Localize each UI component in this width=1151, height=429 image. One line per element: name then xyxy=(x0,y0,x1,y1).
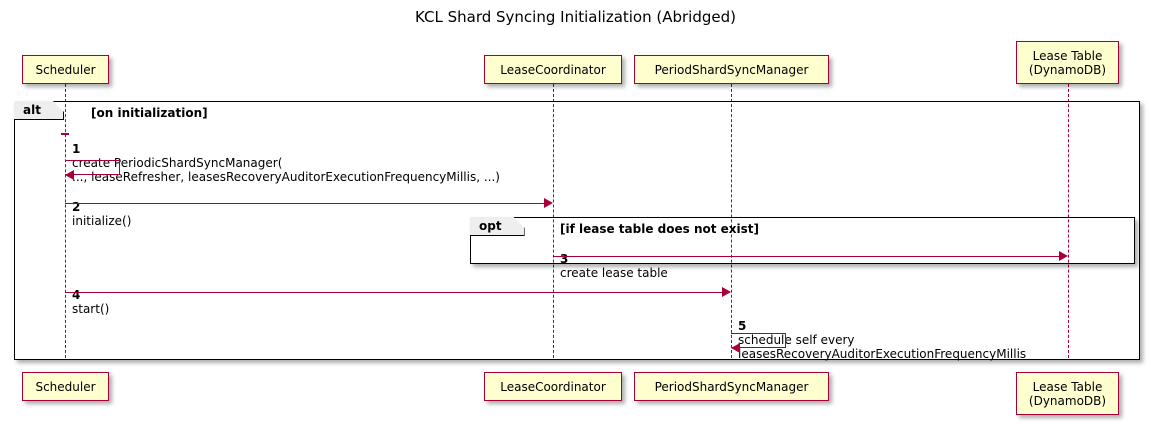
participant-label: Lease Table (DynamoDB) xyxy=(1028,379,1107,408)
participant-scheduler-top[interactable]: Scheduler xyxy=(22,55,109,84)
message-2-seq: 2 xyxy=(72,200,81,214)
message-4-label: 4 start() xyxy=(72,274,109,316)
participant-label: LeaseCoordinator xyxy=(500,379,606,394)
participant-label: Scheduler xyxy=(35,379,96,394)
message-5-label: 5 schedule self every leasesRecoveryAudi… xyxy=(738,305,1026,361)
participant-label: PeriodShardSyncManager xyxy=(654,62,809,77)
message-3-label: 3 create lease table xyxy=(560,238,668,280)
lifeline-periodshardsyncmanager xyxy=(731,84,732,358)
message-1-seq: 1 xyxy=(72,142,81,156)
message-2-line xyxy=(65,203,544,204)
opt-fragment-condition: [if lease table does not exist] xyxy=(560,222,760,236)
participant-leasetable-bottom[interactable]: Lease Table (DynamoDB) xyxy=(1016,372,1119,415)
message-4-line xyxy=(65,292,722,293)
message-3-line xyxy=(553,256,1059,257)
alt-fragment: alt xyxy=(14,101,1140,360)
participant-leasetable-top[interactable]: Lease Table (DynamoDB) xyxy=(1016,41,1119,84)
message-5-seq: 5 xyxy=(738,319,747,333)
message-4-arrow-head xyxy=(722,287,731,297)
message-2-label: 2 initialize() xyxy=(72,186,131,228)
participant-periodshardsyncmanager-top[interactable]: PeriodShardSyncManager xyxy=(634,55,829,84)
message-2-arrow-head xyxy=(544,198,553,208)
lifeline-scheduler xyxy=(65,84,66,358)
participant-leasecoordinator-top[interactable]: LeaseCoordinator xyxy=(484,55,622,84)
message-5-text: schedule self every leasesRecoveryAudito… xyxy=(738,333,1027,361)
message-1-arrow-head xyxy=(65,170,74,180)
message-1-self-loop xyxy=(65,160,120,175)
message-3-arrow-head xyxy=(1059,251,1068,261)
message-1-text: create PeriodicShardSyncManager( ..., le… xyxy=(72,156,500,184)
message-3-text: create lease table xyxy=(560,266,668,280)
alt-fragment-operator: alt xyxy=(14,101,64,120)
message-5-self-loop xyxy=(731,333,786,348)
opt-fragment-operator: opt xyxy=(470,217,525,236)
participant-label: Lease Table (DynamoDB) xyxy=(1028,48,1107,77)
diagram-title: KCL Shard Syncing Initialization (Abridg… xyxy=(415,8,736,26)
lifeline-leasetable xyxy=(1068,84,1069,358)
message-1-label: 1 create PeriodicShardSyncManager( ..., … xyxy=(72,128,500,184)
message-4-seq: 4 xyxy=(72,288,81,302)
participant-label: PeriodShardSyncManager xyxy=(654,379,809,394)
lifeline-leasecoordinator xyxy=(553,84,554,358)
message-4-text: start() xyxy=(72,302,110,316)
message-5-arrow-head xyxy=(731,343,740,353)
participant-periodshardsyncmanager-bottom[interactable]: PeriodShardSyncManager xyxy=(634,372,829,401)
opt-fragment: opt xyxy=(470,217,1135,264)
participant-label: LeaseCoordinator xyxy=(500,62,606,77)
activation-scheduler-1 xyxy=(61,133,69,135)
message-3-seq: 3 xyxy=(560,252,569,266)
alt-fragment-condition: [on initialization] xyxy=(91,106,208,120)
participant-leasecoordinator-bottom[interactable]: LeaseCoordinator xyxy=(484,372,622,401)
message-2-text: initialize() xyxy=(72,214,132,228)
participant-label: Scheduler xyxy=(35,62,96,77)
participant-scheduler-bottom[interactable]: Scheduler xyxy=(22,372,109,401)
